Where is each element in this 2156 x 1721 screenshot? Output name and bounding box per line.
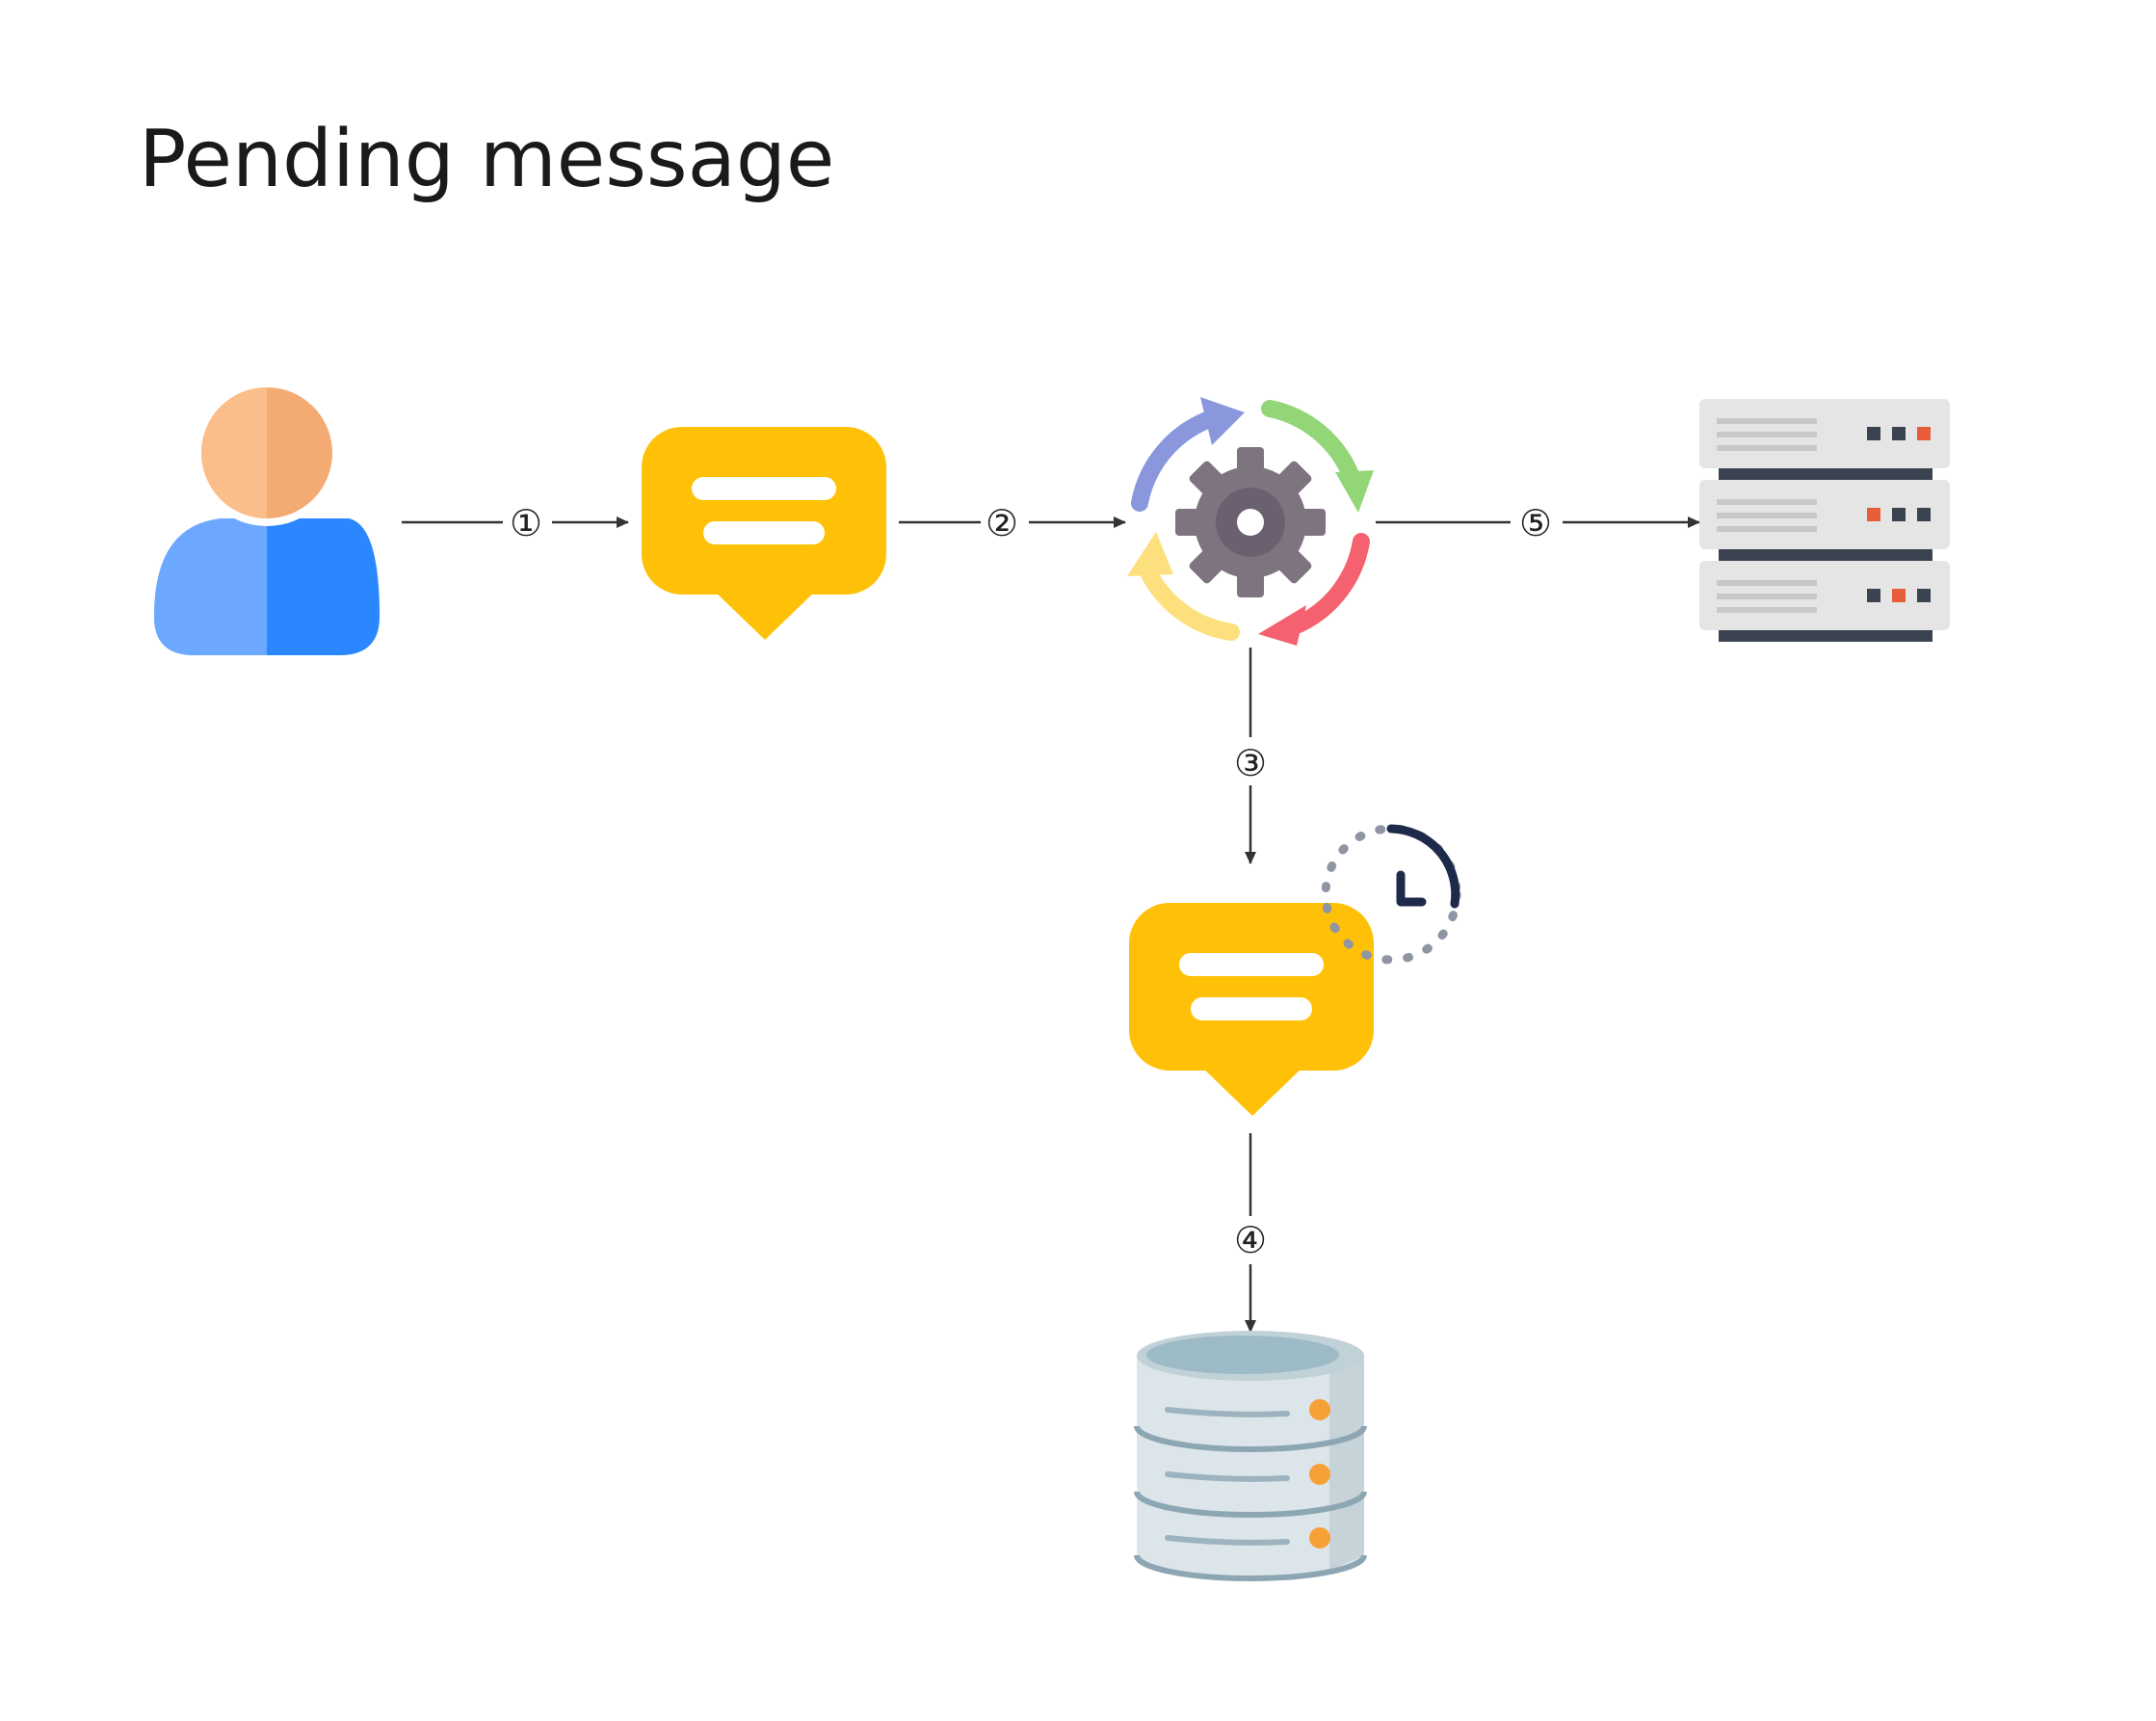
connector-5: ⑤ (1376, 502, 1700, 544)
step-label-3: ③ (1234, 742, 1267, 784)
connector-1: ① (402, 502, 629, 544)
page-title: Pending message (139, 114, 835, 205)
database-icon (1134, 1331, 1367, 1581)
step-label-2: ② (986, 502, 1018, 544)
step-label-4: ④ (1234, 1219, 1267, 1261)
server-rack-icon (1699, 399, 1950, 642)
connector-4: ④ (1234, 1133, 1267, 1333)
gear-cycle-icon (1127, 397, 1374, 646)
user-icon (154, 380, 380, 655)
chat-bubble-clock-icon (1129, 903, 1374, 1116)
step-label-5: ⑤ (1519, 502, 1552, 544)
connector-3: ③ (1234, 648, 1267, 864)
step-label-1: ① (510, 502, 542, 544)
chat-bubble-icon (642, 427, 886, 640)
clock-icon (1321, 824, 1461, 965)
connector-2: ② (899, 502, 1126, 544)
